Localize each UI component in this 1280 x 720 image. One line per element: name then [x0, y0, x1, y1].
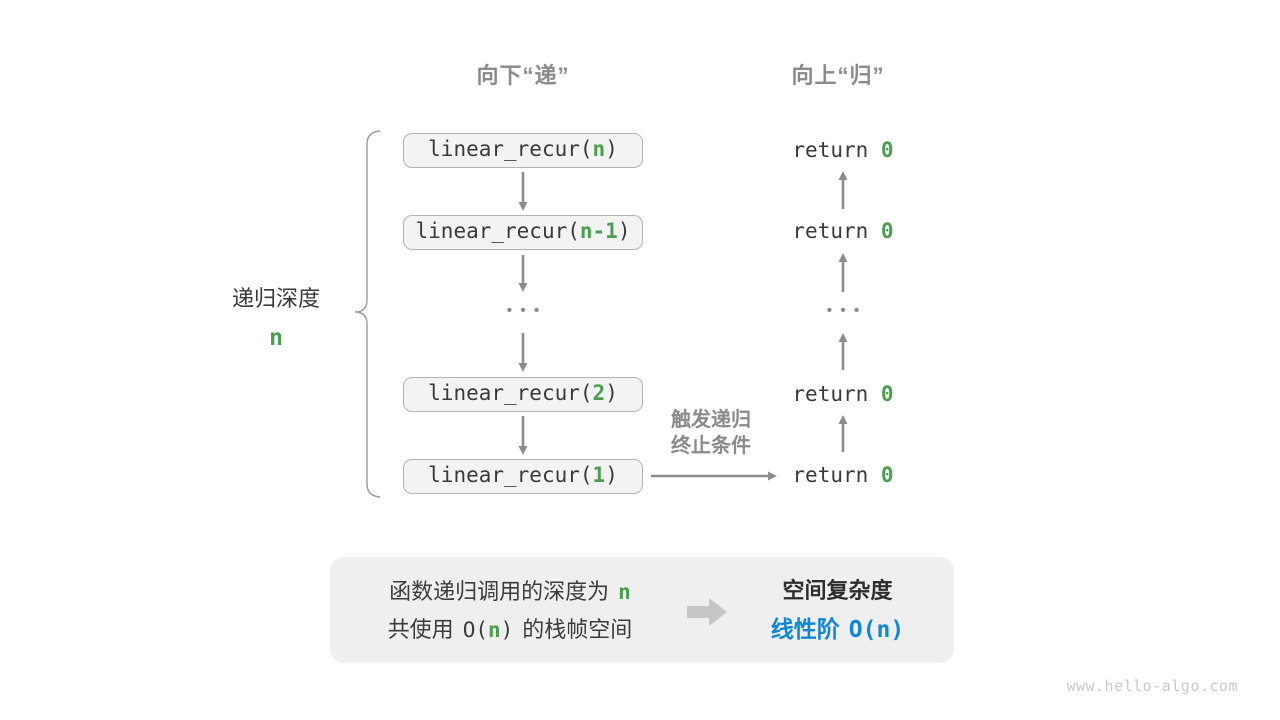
- recursion-depth-label: 递归深度 n: [201, 281, 351, 351]
- return-text: return: [792, 219, 881, 243]
- summary-right-text: 空间复杂度 线性阶 O(n): [730, 571, 945, 650]
- summary-space-text-2: 的栈帧空间: [522, 617, 633, 642]
- summary-formula-open: O(: [462, 618, 488, 642]
- summary-formula-var: n: [487, 618, 501, 642]
- return-statement-3: return 0: [753, 381, 933, 407]
- call-box-1: linear_recur(1): [403, 459, 643, 494]
- column-header-descend: 向下“递”: [476, 63, 570, 88]
- call-box-n-1: linear_recur(n-1): [403, 215, 643, 250]
- space-complexity-title: 空间复杂度: [782, 578, 893, 603]
- summary-space-line: 共使用 O(n) 的栈帧空间: [355, 611, 665, 649]
- base-case-note: 触发递归 终止条件: [630, 407, 792, 459]
- space-complexity-order: 线性阶: [770, 616, 840, 642]
- return-value: 0: [880, 138, 894, 162]
- call-arg: n: [592, 137, 606, 161]
- return-statement-1: return 0: [753, 137, 933, 163]
- return-statement-2: return 0: [753, 218, 933, 244]
- call-arg: 1: [592, 463, 606, 487]
- ellipsis-icon: •••: [826, 302, 868, 319]
- call-text: ): [605, 381, 618, 405]
- base-case-note-line2: 终止条件: [671, 435, 751, 457]
- summary-depth-line: 函数递归调用的深度为 n: [355, 573, 665, 611]
- summary-space-text-1: 共使用: [387, 617, 454, 642]
- call-arg: 2: [592, 381, 606, 405]
- return-text: return: [792, 382, 881, 406]
- return-text: return: [792, 463, 881, 487]
- summary-depth-text: 函数递归调用的深度为: [389, 579, 610, 604]
- space-complexity-value: 线性阶 O(n): [730, 610, 945, 650]
- call-text: linear_recur(: [428, 137, 593, 161]
- return-value: 0: [880, 382, 894, 406]
- return-statement-4: return 0: [753, 462, 933, 488]
- return-value: 0: [880, 463, 894, 487]
- ellipsis-icon: •••: [506, 302, 548, 319]
- column-header-ascend: 向上“归”: [791, 63, 885, 88]
- summary-formula-close: ): [500, 618, 514, 642]
- base-case-note-line1: 触发递归: [671, 409, 751, 431]
- call-box-n: linear_recur(n): [403, 133, 643, 168]
- return-value: 0: [880, 219, 894, 243]
- call-text: linear_recur(: [428, 463, 593, 487]
- call-text: ): [617, 219, 631, 243]
- call-text: linear_recur(: [428, 381, 593, 405]
- summary-depth-var: n: [618, 580, 631, 604]
- site-watermark: www.hello-algo.com: [1066, 677, 1238, 695]
- implies-arrow-icon: [687, 598, 727, 626]
- depth-brace: [354, 130, 381, 498]
- call-text: linear_recur(: [415, 219, 580, 243]
- call-text: ): [605, 137, 618, 161]
- recursion-depth-text: 递归深度: [231, 286, 320, 311]
- recursion-depth-var: n: [269, 325, 283, 351]
- return-text: return: [792, 138, 881, 162]
- call-text: ): [605, 463, 618, 487]
- call-arg: n-1: [579, 219, 618, 243]
- call-box-2: linear_recur(2): [403, 377, 643, 412]
- space-complexity-formula: O(n): [848, 617, 905, 643]
